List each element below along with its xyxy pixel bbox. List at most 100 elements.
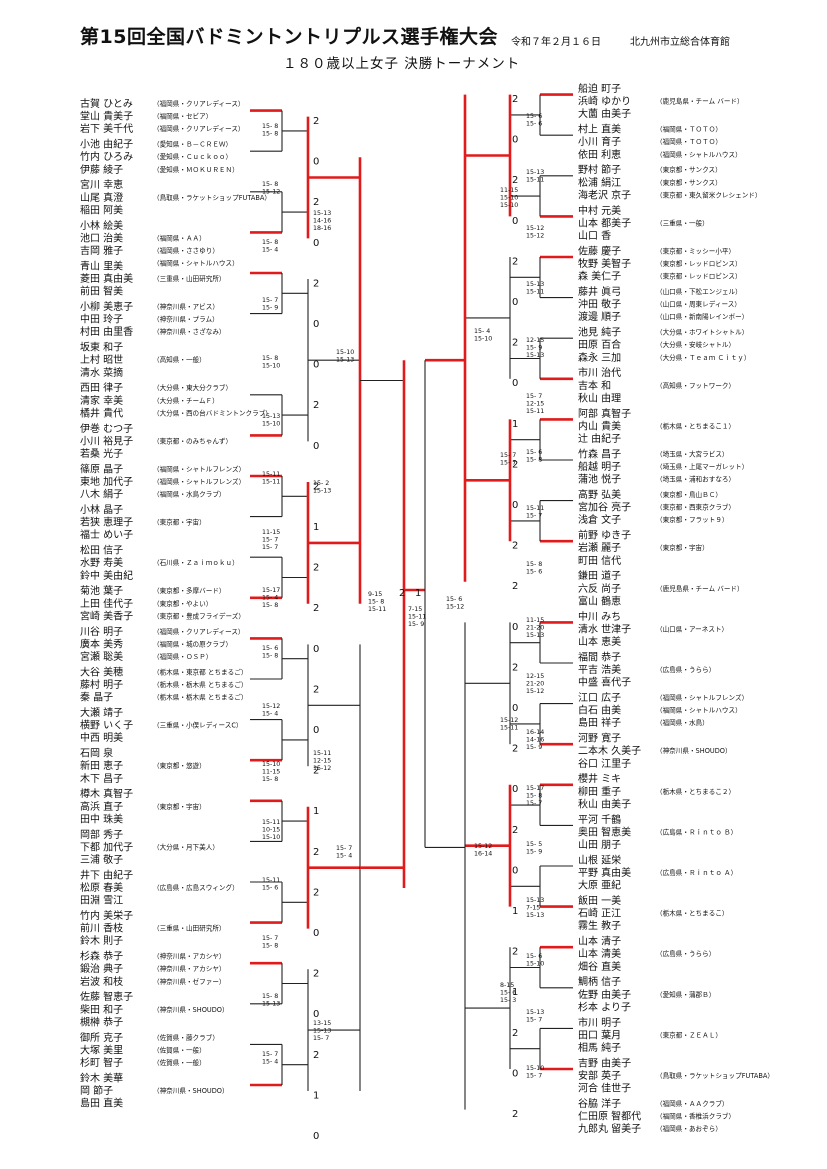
left-player-name: 鈴中 美由紀 — [80, 569, 133, 582]
right-game-wins: 2 — [512, 459, 518, 470]
left-score: 15- 8 — [262, 776, 278, 783]
right-score: 15- 3 — [500, 997, 516, 1004]
left-score: 15-17 — [262, 587, 280, 594]
left-score: 15- 7 — [262, 297, 278, 304]
left-player-name: 福士 めい子 — [80, 528, 133, 541]
right-game-wins: 2 — [512, 541, 518, 552]
left-game-wins: 2 — [313, 563, 319, 574]
left-game-wins: 0 — [313, 725, 319, 736]
left-score: 15-12 — [262, 189, 280, 196]
right-score: 15- 6 — [500, 990, 516, 997]
right-player-name: 島田 祥子 — [578, 716, 621, 729]
right-score: 15-12 — [526, 225, 544, 232]
left-player-name: 川谷 明子 — [80, 626, 123, 638]
left-player-name: 佐藤 智恵子 — [80, 990, 133, 1003]
right-score: 15-12 — [526, 233, 544, 240]
left-player-name: 御所 克子 — [80, 1031, 123, 1044]
right-score: 15-11 — [526, 177, 544, 184]
right-score: 15-12 — [474, 843, 492, 850]
left-club-name: （神奈川県・アビス） — [153, 302, 219, 311]
right-player-name: 内山 貴美 — [578, 419, 621, 432]
right-player-name: 大原 亜紀 — [578, 879, 621, 892]
right-game-wins: 0 — [512, 135, 518, 146]
right-player-name: 田口 葉月 — [578, 1028, 621, 1041]
left-player-name: 柴田 和子 — [80, 1003, 123, 1016]
right-score: 15- 7 — [500, 460, 516, 467]
right-club-name: （福岡県・水鳥） — [656, 718, 709, 727]
right-player-name: 杉本 より子 — [578, 1000, 631, 1013]
left-club-name: （東京都・悠遊） — [153, 761, 206, 770]
left-player-name: 清水 菜摘 — [80, 366, 123, 379]
left-club-name: （福岡県・シャトルハウス） — [153, 259, 239, 268]
left-player-name: 井下 由紀子 — [80, 868, 133, 881]
right-player-name: 仁田原 智都代 — [578, 1110, 641, 1123]
final-score: 15- 9 — [408, 621, 424, 628]
left-score: 15-11 — [262, 479, 280, 486]
right-game-wins: 0 — [512, 784, 518, 795]
left-game-wins: 2 — [313, 847, 319, 858]
right-player-name: 飯田 一美 — [578, 894, 621, 907]
right-player-name: 江口 広子 — [578, 691, 621, 704]
left-game-wins: 0 — [313, 360, 319, 371]
left-player-name: 中西 明美 — [80, 731, 123, 744]
right-player-name: 佐野 由美子 — [578, 988, 631, 1001]
left-player-name: 杉町 智子 — [80, 1056, 123, 1069]
right-player-name: 富山 鶴恵 — [578, 594, 621, 607]
left-player-name: 村田 由里香 — [80, 325, 133, 338]
right-player-name: 畑谷 直美 — [578, 960, 621, 973]
left-player-name: 小林 絵美 — [80, 219, 123, 232]
left-score: 15-13 — [313, 210, 331, 217]
left-player-name: 岩下 美千代 — [80, 122, 133, 135]
left-club-name: （神奈川県・SHOUDO） — [153, 1086, 229, 1095]
left-player-name: 宮瀬 聡美 — [80, 650, 123, 663]
left-club-name: （佐賀県・一般） — [153, 1058, 206, 1067]
left-player-name: 上村 昭世 — [80, 353, 123, 366]
right-player-name: 中村 元美 — [578, 204, 621, 217]
left-club-name: （広島県・広島スウィング） — [153, 883, 239, 892]
left-player-name: 横野 いく子 — [80, 719, 133, 732]
left-score: 15- 7 — [262, 544, 278, 551]
left-score: 15- 4 — [262, 711, 278, 718]
left-club-name: （栃木県・栃木県 とちまるご） — [153, 680, 247, 689]
right-semifinal-score: 15- 6 — [446, 596, 462, 603]
right-club-name: （広島県・Ｒｉｎｔｏ Ａ） — [656, 868, 737, 877]
left-score: 11-15 — [262, 529, 280, 536]
left-score: 15- 4 — [262, 595, 278, 602]
left-player-name: 小柳 美恵子 — [80, 300, 133, 313]
right-player-name: 山本 清子 — [578, 935, 621, 948]
right-player-name: 宮加谷 亮子 — [578, 501, 631, 514]
left-score: 15- 8 — [262, 943, 278, 950]
right-club-name: （愛知県・蒲郡Ｂ） — [656, 990, 715, 999]
left-score: 15- 4 — [336, 853, 352, 860]
right-player-name: 渡邊 順子 — [578, 310, 621, 323]
right-player-name: 清水 世津子 — [578, 622, 631, 635]
left-score: 15- 8 — [262, 653, 278, 660]
right-player-name: 河合 佳世子 — [578, 1082, 631, 1095]
left-player-name: 宮川 幸恵 — [80, 178, 123, 191]
right-game-wins: 0 — [512, 297, 518, 308]
right-player-name: 山田 朋子 — [578, 839, 621, 851]
right-game-wins: 2 — [512, 947, 518, 958]
right-score: 11-15 — [526, 617, 544, 624]
left-player-name: 堂山 貴美子 — [80, 110, 133, 123]
right-club-name: （福岡県・シャトルフレンズ） — [656, 693, 748, 702]
left-player-name: 鍛治 典子 — [80, 962, 123, 975]
final-score: 15-11 — [408, 614, 426, 621]
left-score: 15-10 — [336, 349, 354, 356]
right-club-name: （福岡県・ＴＯＴＯ） — [656, 137, 722, 146]
right-club-name: （山口県・新南陽レインボー） — [656, 312, 748, 321]
right-game-wins: 0 — [512, 216, 518, 227]
right-score: 15- 7 — [526, 1017, 542, 1024]
left-player-name: 秦 晶子 — [80, 691, 113, 704]
left-club-name: （福岡県・クリアレディース） — [153, 124, 245, 133]
right-player-name: 高野 弘美 — [578, 488, 621, 501]
left-player-name: 田淵 雪江 — [80, 895, 123, 907]
left-club-name: （福岡県・ＯＳＰ） — [153, 652, 212, 661]
right-player-name: 山根 延栄 — [578, 853, 621, 866]
right-club-name: （福岡県・香椎浜クラブ） — [656, 1112, 735, 1121]
left-score: 15-11 — [262, 819, 280, 826]
left-game-wins: 2 — [313, 278, 319, 289]
right-game-wins: 2 — [512, 1109, 518, 1120]
right-game-wins: 2 — [512, 581, 518, 592]
right-player-name: 森 美仁子 — [578, 270, 621, 283]
